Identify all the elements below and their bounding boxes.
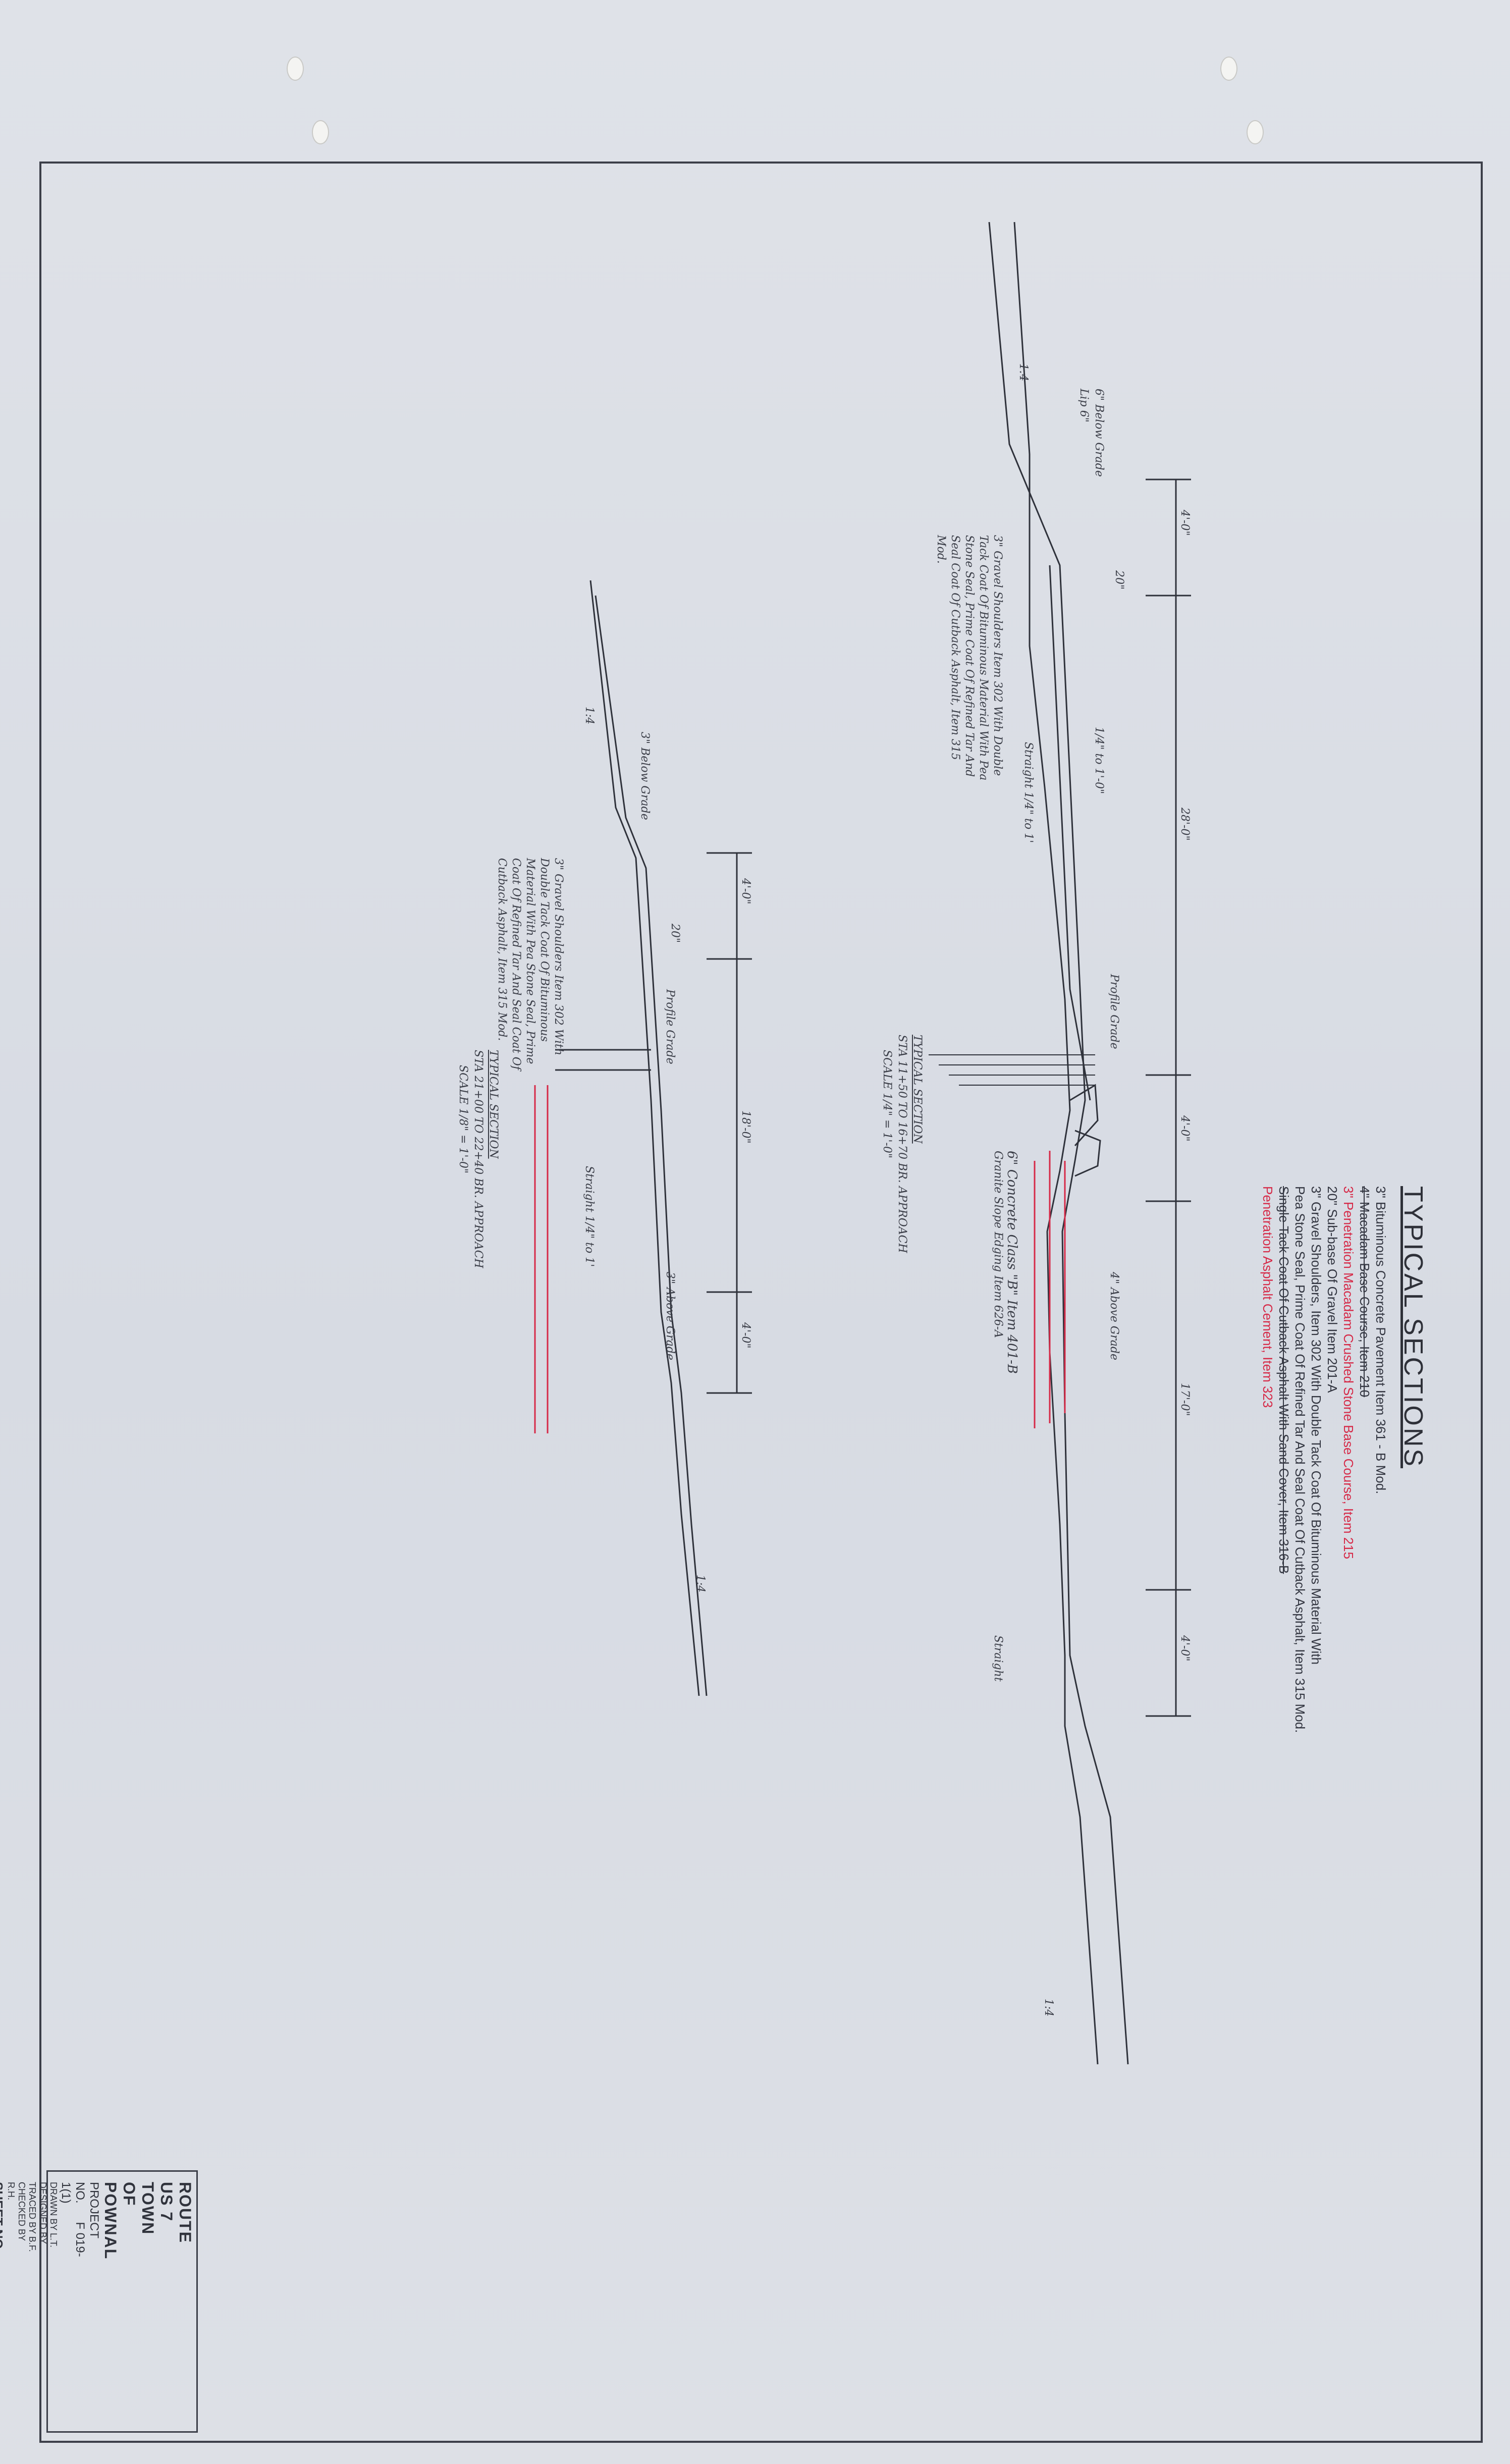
sheet-number: SHEET NO. 4 OF 275 xyxy=(0,2182,6,2253)
main-label-20: 20" xyxy=(1113,570,1125,590)
title-block-text: ROUTE US 7 TOWN OF POWNAL PROJECT NO. F … xyxy=(0,2182,194,2260)
leader-lines xyxy=(929,1054,1095,1086)
note-8: Penetration Asphalt Cement, Item 323 xyxy=(1260,1186,1275,1408)
main-dim-5: 4'-0" xyxy=(1178,1635,1191,1662)
approach-label-slope-right: 1:4 xyxy=(694,1575,707,1593)
sheet-title: TYPICAL SECTIONS xyxy=(1398,1186,1428,1469)
approach-dim-2: 18'-0" xyxy=(739,1110,752,1144)
main-label-slope-left: 1:4 xyxy=(1017,363,1030,382)
approach-caption-sub: STA 21+00 TO 22+40 BR. APPROACH xyxy=(472,1050,484,1268)
approach-label-above-grade: 3" Above Grade xyxy=(664,1272,676,1361)
note-5: 3" Gravel Shoulders, Item 302 With Doubl… xyxy=(1309,1186,1324,1665)
main-label-profile-grade: Profile Grade xyxy=(1108,974,1120,1049)
approach-label-straight: Straight 1/4" to 1' xyxy=(583,1166,596,1267)
punch-hole xyxy=(287,57,304,81)
main-label-above-grade: 4" Above Grade xyxy=(1108,1272,1120,1361)
note-4: 20" Sub-base Of Gravel Item 201-A xyxy=(1325,1186,1340,1393)
main-label-straight-right: Straight xyxy=(992,1635,1004,1682)
note-7: Single Tack Coat Of Cutback Asphalt With… xyxy=(1276,1186,1291,1574)
main-label-crossfall: 1/4" to 1'-0" xyxy=(1093,727,1105,794)
approach-shoulder-note: 3" Gravel Shoulders Item 302 With Double… xyxy=(496,858,565,1070)
approach-label-20: 20" xyxy=(669,924,681,943)
main-caption-sub: STA 11+50 TO 16+70 BR. APPROACH xyxy=(896,1035,908,1253)
title-block: ROUTE US 7 TOWN OF POWNAL PROJECT NO. F … xyxy=(0,2170,198,2433)
punch-hole xyxy=(1247,120,1264,144)
main-label-below-grade: 6" Below Grade xyxy=(1093,389,1105,477)
approach-label-profile-grade: Profile Grade xyxy=(664,989,676,1064)
note-3: 3" Penetration Macadam Crushed Stone Bas… xyxy=(1341,1186,1356,1560)
approach-ground-line xyxy=(595,595,708,1696)
main-label-straight: Straight 1/4" to 1' xyxy=(1022,742,1035,843)
approach-section-lines xyxy=(555,580,752,1696)
main-scale: SCALE 1/4" = 1'-0" xyxy=(881,1050,893,1158)
note-6: Pea Stone Seal, Prime Coat Of Refined Ta… xyxy=(1292,1186,1308,1733)
drawn-by: DRAWN BY L.T. xyxy=(48,2182,59,2248)
route-label: ROUTE US 7 xyxy=(157,2182,194,2243)
main-label-slope-right: 1:4 xyxy=(1042,1999,1055,2017)
main-base-layer xyxy=(1049,565,1091,1101)
main-caption: TYPICAL SECTION xyxy=(911,1035,924,1144)
designed-by: DESIGNED BY xyxy=(38,2182,48,2244)
approach-dim-1: 4'-0" xyxy=(739,878,752,904)
main-shoulder-note: 3" Gravel Shoulders Item 302 With Double… xyxy=(935,535,1004,781)
main-section-lines xyxy=(988,222,1191,2065)
main-ground-line xyxy=(988,222,1129,2065)
note-1: 3" Bituminous Concrete Pavement Item 361… xyxy=(1373,1186,1388,1494)
main-dim-3: 4'-0" xyxy=(1178,1115,1191,1142)
approach-label-below-grade: 3" Below Grade xyxy=(638,732,651,820)
checked-by: CHECKED BY R.H. xyxy=(6,2182,27,2241)
punch-hole xyxy=(312,120,329,144)
town-label: TOWN OF POWNAL xyxy=(101,2182,157,2260)
main-dim-4: 17'-0" xyxy=(1178,1383,1191,1416)
red-revisions xyxy=(534,1085,1066,1433)
approach-label-slope-left: 1:4 xyxy=(583,707,596,725)
main-red-note-1: 6" Concrete Class "B" Item 401-B xyxy=(1004,1151,1019,1374)
punch-hole xyxy=(1220,57,1237,81)
notes-block: TYPICAL SECTIONS 3" Bituminous Concrete … xyxy=(1260,1186,1428,1733)
main-label-lip: Lip 6" xyxy=(1077,389,1090,422)
approach-dim-3: 4'-0" xyxy=(739,1322,752,1349)
main-dim-1: 4'-0" xyxy=(1178,510,1191,536)
note-2: 4" Macadam Base Course, Item 210 xyxy=(1357,1186,1372,1398)
approach-scale: SCALE 1/8" = 1'-0" xyxy=(457,1065,469,1173)
sheet-border xyxy=(39,162,1483,2443)
main-red-note-2: Granite Slope Edging Item 626-A xyxy=(992,1151,1004,1338)
approach-caption: TYPICAL SECTION xyxy=(487,1050,500,1159)
traced-by: TRACED BY B.F. xyxy=(27,2182,37,2252)
approach-top-line xyxy=(589,580,700,1696)
main-top-line xyxy=(1013,222,1099,2065)
main-dim-2: 28'-0" xyxy=(1178,808,1191,841)
